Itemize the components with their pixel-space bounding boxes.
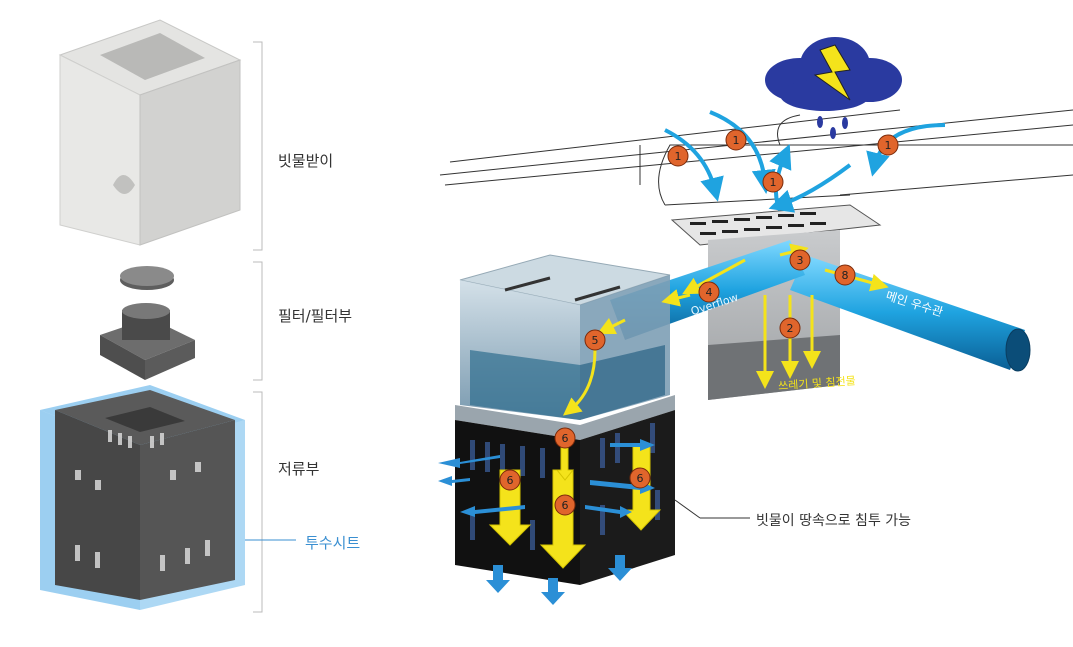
infiltration-tank [455,254,675,440]
filter-component [100,266,195,380]
runoff-flow-arrows [664,110,946,213]
step-marker: 1 [725,129,747,151]
svg-text:1: 1 [675,150,682,163]
svg-text:4: 4 [706,286,713,299]
left-brackets [245,41,296,613]
svg-text:1: 1 [770,176,777,189]
permeable-sheet-label: 투수시트 [305,534,361,552]
storage-label: 저류부 [278,460,320,478]
road-curb [439,109,1073,206]
svg-text:6: 6 [507,474,514,487]
svg-text:3: 3 [797,254,804,267]
step-marker: 6 [554,494,576,516]
step-marker: 1 [667,145,689,167]
step-marker: 3 [789,249,811,271]
svg-text:1: 1 [733,134,740,147]
catch-basin-block [58,19,242,246]
infiltration-label: 빗물이 땅속으로 침투 가능 [756,513,912,529]
svg-text:6: 6 [562,432,569,445]
step-marker: 6 [499,469,521,491]
svg-text:5: 5 [592,334,599,347]
svg-text:6: 6 [637,472,644,485]
step-marker: 5 [584,329,606,351]
step-marker: 6 [554,427,576,449]
step-marker: 2 [779,317,801,339]
storm-cloud-icon [765,37,902,139]
svg-text:6: 6 [562,499,569,512]
svg-text:8: 8 [842,269,849,282]
svg-text:1: 1 [885,139,892,152]
outflow-arrows [438,439,655,605]
step-marker: 1 [762,171,784,193]
step-marker: 6 [629,467,651,489]
step-markers: 1 1 1 1 1 2 3 [499,129,899,516]
svg-text:2: 2 [787,322,794,335]
step-marker: 8 [834,264,856,286]
filter-label: 필터/필터부 [278,307,353,325]
catch-basin-label: 빗물받이 [278,152,334,170]
storage-module [40,385,245,610]
infiltration-pointer [674,499,701,519]
step-marker: 4 [698,281,720,303]
step-marker: 1 [877,134,899,156]
